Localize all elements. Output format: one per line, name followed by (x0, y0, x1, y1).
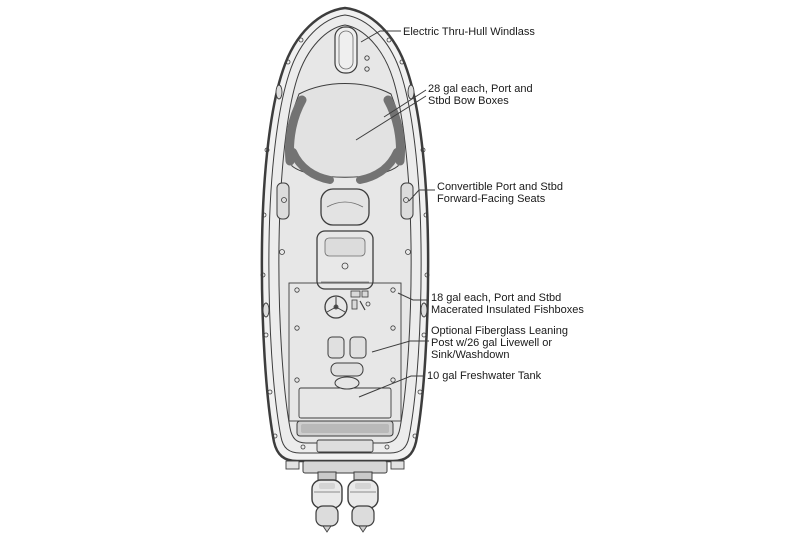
throttle-lever (359, 300, 366, 311)
engine-skeg (322, 525, 332, 533)
leader-fishboxes (397, 292, 429, 301)
engine-midsection (315, 505, 339, 527)
leader-bow-box-stbd (383, 89, 427, 118)
hull-fasteners (260, 37, 430, 439)
leaning-post-seat-port (327, 336, 345, 359)
leader-lines (355, 30, 435, 398)
cleat-stbd-mid (420, 302, 428, 318)
gunwale-fitting (281, 197, 287, 203)
transom-fitting (384, 444, 390, 450)
helm-panel (351, 299, 358, 310)
livewell (330, 362, 364, 377)
gunwale-fitting (405, 249, 411, 255)
engine-port (311, 471, 343, 533)
leader-windlass (360, 30, 401, 43)
deck-latch (390, 325, 396, 331)
deck-latch (294, 287, 300, 293)
label-bow-boxes: 28 gal each, Port and Stbd Bow Boxes (428, 83, 533, 107)
stern-bench-cushion (301, 424, 389, 433)
console-forward-seat-seam (326, 201, 364, 208)
console-windshield (324, 237, 366, 257)
engine-skeg (358, 525, 368, 533)
bow-cushion-stbd-lower (356, 148, 401, 184)
bow-box-port (285, 95, 307, 166)
engine-stbd (347, 471, 379, 533)
deck-latch (390, 377, 396, 383)
deck-latch (294, 377, 300, 383)
deck-latch (390, 287, 396, 293)
helm-switch-panel (350, 290, 361, 298)
label-leaning-post: Optional Fiberglass Leaning Post w/26 ga… (431, 325, 568, 361)
label-windlass: Electric Thru-Hull Windlass (403, 26, 535, 38)
engine-midsection (351, 505, 375, 527)
leader-leaning-post (371, 340, 429, 353)
console-compass (341, 262, 349, 270)
trim-tab-port (285, 460, 300, 470)
windlass-hatch (334, 26, 358, 74)
transom-fitting (300, 444, 306, 450)
freshwater-tank-hatch (334, 376, 360, 390)
bow-area (275, 26, 415, 184)
transom-hatch (316, 439, 374, 453)
trim-tab-stbd (390, 460, 405, 470)
gunwale-fitting (403, 197, 409, 203)
helm-switch (361, 290, 369, 298)
forward-seat-stbd (400, 182, 414, 220)
leaning-post-group (327, 336, 367, 390)
windlass-fitting (364, 66, 370, 72)
leader-forward-seats (408, 189, 435, 202)
forward-seats (262, 182, 428, 318)
engine-cowl-vent (355, 483, 371, 489)
cleat-port-mid (262, 302, 270, 318)
windlass-hatch-inner (338, 30, 354, 70)
label-forward-seats: Convertible Port and Stbd Forward-Facing… (437, 181, 563, 205)
leader-bow-box-port (355, 95, 427, 141)
center-console-group (316, 188, 374, 319)
label-fishboxes: 18 gal each, Port and Stbd Macerated Ins… (431, 292, 584, 316)
cleat-stbd-bow (407, 84, 415, 100)
engine-cowl-vent (319, 483, 335, 489)
stern-area (285, 420, 405, 474)
deck-latch (294, 325, 300, 331)
helm-fitting (365, 301, 371, 307)
windlass-fitting (364, 55, 370, 61)
steering-wheel-spokes (326, 297, 346, 313)
label-freshwater-tank: 10 gal Freshwater Tank (427, 370, 542, 382)
bow-cushion-port-lower (289, 148, 334, 184)
engine-bracket (302, 460, 388, 474)
console-forward-seat (320, 188, 370, 226)
gunwale-fitting (279, 249, 285, 255)
steering-wheel (324, 295, 348, 319)
leaning-post-seat-stbd (349, 336, 367, 359)
cleat-port-bow (275, 84, 283, 100)
forward-seat-port (276, 182, 290, 220)
leader-freshwater (358, 375, 425, 398)
bow-box-stbd (383, 95, 405, 166)
